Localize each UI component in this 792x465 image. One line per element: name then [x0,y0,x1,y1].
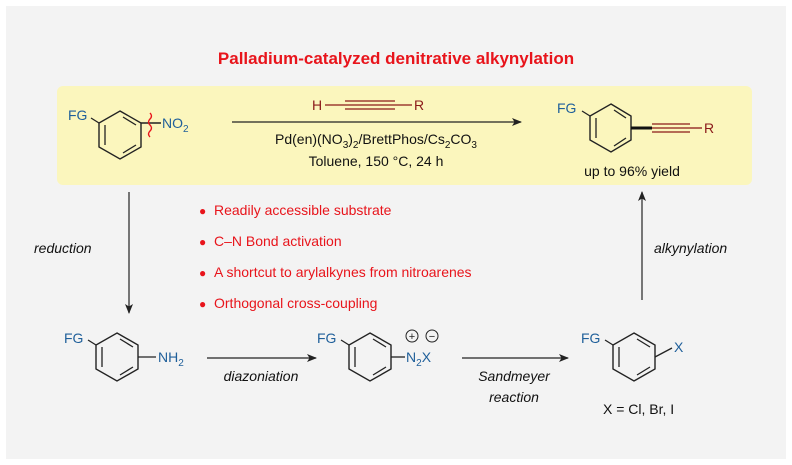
bond-cleavage-mark [147,112,153,138]
highlights-list: ● Readily accessible substrate ● C–N Bon… [199,202,472,311]
haloarene-structure: FG X [581,330,684,382]
fg-label: FG [68,107,87,123]
halogen-x-label: X [674,339,684,355]
fg-bond [90,117,100,124]
positive-charge-sign: + [409,331,415,343]
diazoniation-label: diazoniation [224,368,299,384]
scheme-title: Palladium-catalyzed denitrative alkynyla… [218,49,574,68]
alkyne-h-label: H [312,97,322,113]
fg-label: FG [64,330,83,346]
bullet-marker: ● [199,235,206,249]
aniline-structure: FG NH2 [64,330,184,382]
bullet-item: A shortcut to arylalkynes from nitroaren… [214,264,472,280]
bullet-item: Readily accessible substrate [214,202,392,218]
yield-label: up to 96% yield [584,163,680,179]
fg-label: FG [317,330,336,346]
arylalkyne-product: FG R [557,100,714,153]
conditions-catalyst: Pd(en)(NO3)2/BrettPhos/Cs2CO3 [275,131,477,151]
bullet-item: Orthogonal cross-coupling [214,295,377,311]
panel-background [6,6,786,459]
halogen-definition: X = Cl, Br, I [603,401,674,417]
negative-charge-icon [425,329,439,343]
fg-label: FG [557,100,576,116]
diazonium-structure: FG N2X + − [317,329,439,382]
reduction-label: reduction [34,240,92,256]
negative-charge-sign: − [429,331,435,343]
bullet-marker: ● [199,266,206,280]
conditions-solvent: Toluene, 150 °C, 24 h [309,153,444,169]
nh2-label: NH2 [158,349,184,369]
bullet-item: C–N Bond activation [214,233,342,249]
sandmeyer-label-line2: reaction [489,389,539,405]
product-r-label: R [704,120,714,136]
nitroarene-structure: FG NO2 [68,107,189,160]
sandmeyer-label-line1: Sandmeyer [478,368,551,384]
n2-label: N2X [406,349,432,369]
fg-label: FG [581,330,600,346]
bullet-marker: ● [199,204,206,218]
bullet-marker: ● [199,297,206,311]
terminal-alkyne-reagent: H R [312,97,424,113]
no2-label: NO2 [162,115,189,135]
alkyne-r-label: R [414,97,424,113]
positive-charge-icon [405,329,419,343]
alkynylation-label: alkynylation [654,240,727,256]
reaction-highlight-box [57,86,752,185]
